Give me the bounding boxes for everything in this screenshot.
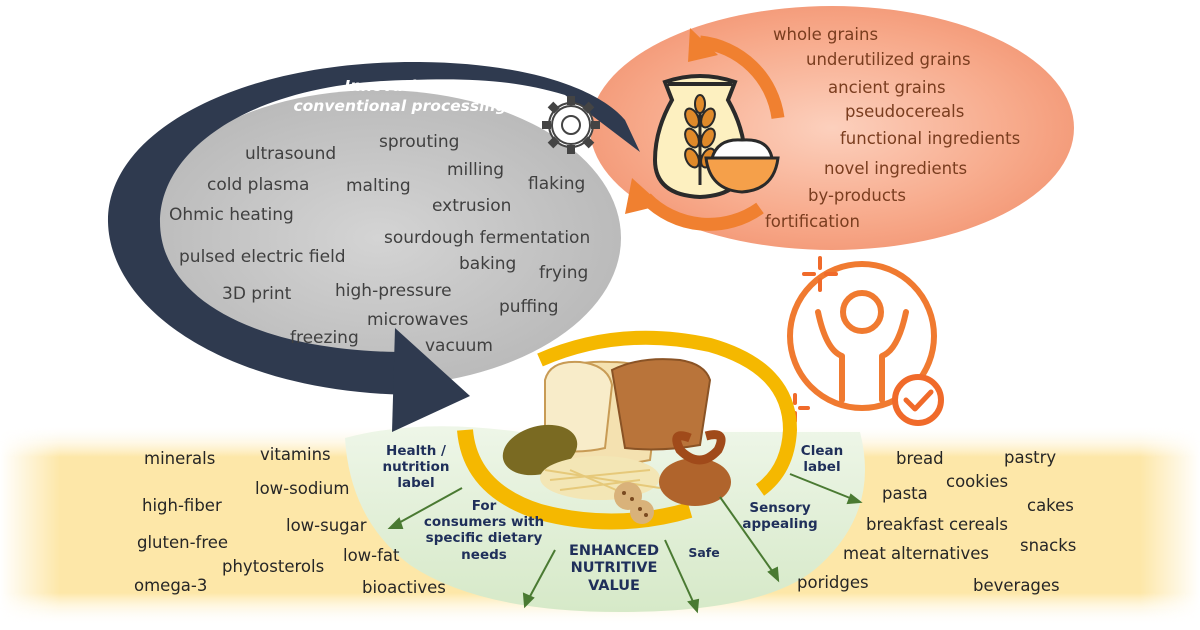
processing-title-line1: Innovative &: [344, 77, 456, 95]
processing-method: ultrasound: [245, 144, 337, 164]
benefit-arrows: [387, 473, 863, 614]
processing-method: cold plasma: [207, 175, 310, 195]
nutrient-item: low-fat: [343, 546, 400, 565]
processing-method: pulsed electric field: [179, 247, 346, 267]
product-item: cakes: [1027, 496, 1074, 515]
grain-item: novel ingredients: [824, 159, 968, 178]
safe-text: Safe: [688, 545, 720, 560]
grain-item: underutilized grains: [806, 50, 971, 69]
grain-item: fortification: [765, 212, 860, 231]
product-item: meat alternatives: [843, 544, 989, 563]
grain-item: functional ingredients: [840, 129, 1021, 148]
processing-method: sourdough fermentation: [384, 228, 591, 248]
nutrient-item: omega-3: [134, 576, 208, 595]
processing-title-line2: conventional processing: [293, 97, 507, 116]
processing-method: high-pressure: [335, 281, 452, 301]
processing-method: freezing: [290, 328, 359, 348]
nutrient-item: minerals: [144, 449, 216, 468]
nutrient-item: low-sodium: [255, 479, 350, 498]
grain-item: ancient grains: [828, 78, 946, 97]
gear-icon: [542, 96, 600, 154]
flour-bowl-icon: [704, 138, 780, 194]
cycle-arrow-icon: [641, 35, 785, 231]
nutrient-item: gluten-free: [137, 533, 229, 552]
nutrient-item: bioactives: [362, 578, 446, 597]
product-item: pastry: [1004, 448, 1057, 467]
grain-item: by-products: [808, 186, 906, 205]
processing-method: 3D print: [222, 284, 292, 304]
product-item: cookies: [946, 472, 1009, 491]
processing-method: extrusion: [432, 196, 512, 216]
processing-method: milling: [447, 160, 505, 180]
grain-item: whole grains: [773, 25, 879, 44]
checkmark-icon: [892, 374, 944, 426]
product-item: breakfast cereals: [866, 515, 1009, 534]
nutrient-item: low-sugar: [286, 516, 367, 535]
nutrient-item: phytosterols: [222, 557, 325, 576]
processing-method: flaking: [528, 174, 586, 194]
processing-method: puffing: [499, 297, 559, 317]
product-item: snacks: [1020, 536, 1077, 555]
processing-method: sprouting: [379, 132, 460, 152]
processing-oval: [135, 90, 621, 386]
nutrient-item: high-fiber: [142, 496, 222, 515]
product-item: pasta: [882, 484, 928, 503]
processing-title: Innovative & conventional processing: [293, 76, 506, 116]
product-item: bread: [896, 449, 944, 468]
processing-arrow: [107, 61, 640, 432]
processing-method: malting: [346, 176, 411, 196]
processing-method: Ohmic heating: [169, 205, 294, 225]
processing-method: microwaves: [367, 310, 469, 330]
processing-method: frying: [539, 263, 589, 283]
happy-person-icon: [787, 261, 937, 411]
product-item: beverages: [973, 576, 1060, 595]
nutrient-item: vitamins: [260, 445, 331, 464]
grain-item: pseudocereals: [845, 102, 965, 121]
processing-method: baking: [459, 254, 517, 274]
processing-method: vacuum: [425, 336, 493, 356]
bread-food-icon: [502, 358, 731, 524]
product-item: poridges: [797, 573, 869, 592]
